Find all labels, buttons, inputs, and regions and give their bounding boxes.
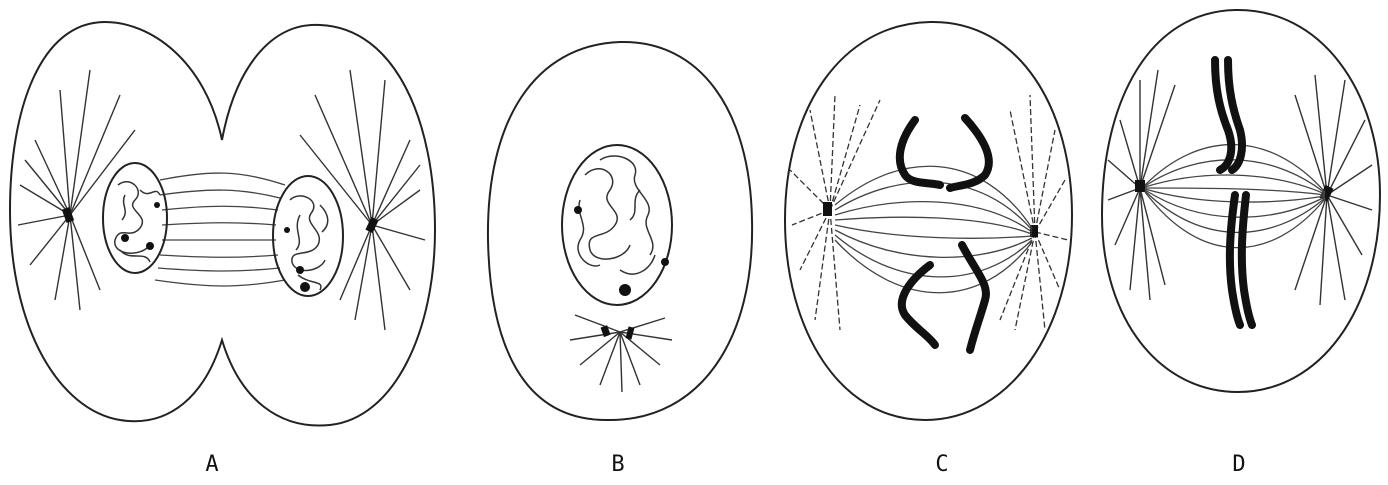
spindle-A — [155, 173, 285, 286]
cell-C — [785, 22, 1072, 420]
nucleus-right-A — [273, 176, 343, 296]
cell-A — [10, 22, 435, 426]
cell-D — [1102, 10, 1380, 392]
aster-right-A — [300, 70, 425, 330]
aster-left-A — [18, 70, 135, 310]
panel-label-d: D — [1219, 452, 1259, 477]
panel-label-c: C — [922, 452, 962, 477]
centriole-left-D — [1135, 180, 1145, 192]
aster-left-C — [790, 95, 880, 330]
centrosome-B — [570, 315, 672, 392]
cell-B — [488, 42, 752, 420]
chromosomes-C — [900, 118, 989, 350]
aster-right-C — [1000, 95, 1068, 330]
nucleus-B — [562, 145, 672, 305]
centriole-left-C — [823, 202, 832, 216]
nucleus-left-A — [103, 163, 167, 273]
cell-B-membrane — [488, 42, 752, 420]
panel-label-a: A — [192, 452, 232, 477]
aster-right-D — [1295, 75, 1372, 305]
panel-label-b: B — [598, 452, 638, 477]
chromosomes-D — [1215, 60, 1252, 325]
